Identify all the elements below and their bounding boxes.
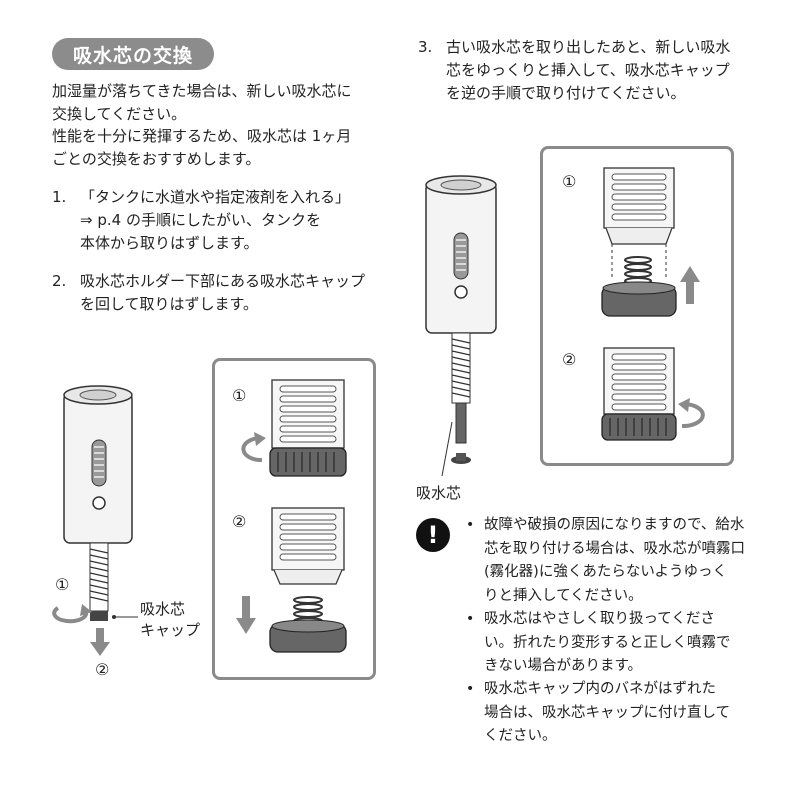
intro-paragraph: 加湿量が落ちてきた場合は、新しい吸水芯に 交換してください。 性能を十分に発揮す…: [52, 80, 352, 170]
wick-label: 吸水芯: [416, 484, 462, 502]
note-line: 吸水芯キャップ内のバネがはずれた: [484, 681, 716, 697]
leader-line: [112, 615, 138, 619]
step-3: 3. 古い吸水芯を取り出したあと、新しい吸水 芯をゆっくりと挿入して、吸水芯キャ…: [418, 36, 768, 106]
wick-with-cap-illustration: [269, 379, 347, 477]
panel-marker-2: ②: [562, 350, 577, 369]
step-number: 3.: [418, 38, 433, 56]
step-line: ⇒ p.4 の手順にしたがい、タンクを: [80, 211, 321, 229]
wick-and-cap-separated-illustration: [601, 167, 677, 317]
intro-line: ごとの交換をおすすめします。: [52, 149, 261, 168]
bullet: •: [466, 611, 475, 627]
step-line: を回して取りはずします。: [80, 295, 259, 313]
wick-with-cap-illustration: [601, 347, 677, 441]
note-line: 場合は、吸水芯キャップに付け直して: [484, 704, 731, 721]
down-arrow-icon: [90, 628, 110, 656]
rotate-arrow-icon: [678, 398, 705, 429]
step-line: 吸水芯ホルダー下部にある吸水芯キャップ: [80, 272, 366, 290]
cap-label-line: キャップ: [140, 621, 201, 639]
cap-label: 吸水芯 キャップ: [140, 599, 200, 641]
bullet: •: [466, 681, 475, 697]
step-number: 2.: [52, 272, 67, 290]
bullet: •: [466, 517, 475, 533]
step-line: 古い吸水芯を取り出したあと、新しい吸水: [446, 38, 731, 56]
step-line: 芯をゆっくりと挿入して、吸水芯キャップ: [446, 61, 730, 79]
note-line: 吸水芯はやさしく取り扱ってくださ: [484, 611, 715, 627]
step-line: 「タンクに水道水や指定液剤を入れる」: [80, 188, 351, 206]
step-marker-1: ①: [55, 575, 70, 594]
note-line: りと挿入してください。: [484, 587, 643, 604]
notes-list: • 故障や破損の原因になりますので、給水 芯を取り付ける場合は、吸水芯が噴霧口 …: [466, 514, 786, 754]
panel-marker-1: ①: [562, 172, 577, 191]
humidifier-illustration-right: [425, 175, 497, 464]
humidifier-illustration-left: [63, 385, 133, 621]
intro-line: 交換してください。: [52, 104, 187, 123]
note-line: 芯を取り付ける場合は、吸水芯が噴霧口: [484, 540, 745, 557]
step-number: 1.: [52, 188, 67, 206]
note-line: い。折れたり変形すると正しく噴霧で: [484, 634, 731, 651]
step-marker-2: ②: [95, 660, 110, 679]
panel-marker-1: ①: [232, 386, 247, 405]
step-2: 2. 吸水芯ホルダー下部にある吸水芯キャップ を回して取りはずします。: [52, 270, 392, 320]
step-line: 本体から取りはずします。: [80, 234, 259, 252]
intro-line: 加湿量が落ちてきた場合は、新しい吸水芯に: [52, 82, 352, 100]
panel-marker-2: ②: [232, 512, 247, 531]
note-line: (霧化器)に強くあたらないようゆっく: [484, 564, 728, 580]
down-arrow-icon: [236, 596, 256, 634]
leader-line: [441, 421, 453, 477]
note-line: 故障や破損の原因になりますので、給水: [484, 517, 745, 533]
rotate-arrow-icon: [241, 432, 266, 463]
step-1: 1. 「タンクに水道水や指定液剤を入れる」 ⇒ p.4 の手順にしたがい、タンク…: [52, 186, 392, 256]
section-title: 吸水芯の交換: [52, 38, 214, 70]
up-arrow-icon: [680, 266, 700, 304]
note-line: きない場合があります。: [484, 658, 643, 674]
step-line: を逆の手順で取り付けてください。: [446, 84, 686, 102]
wick-and-cap-separated-illustration: [269, 507, 347, 653]
cap-label-line: 吸水芯: [140, 600, 186, 618]
warning-icon: !: [416, 518, 450, 552]
rotate-arrow-icon: [52, 604, 92, 624]
intro-line: 性能を十分に発揮するため、吸水芯は 1ヶ月: [52, 127, 352, 145]
note-line: ください。: [484, 728, 557, 744]
